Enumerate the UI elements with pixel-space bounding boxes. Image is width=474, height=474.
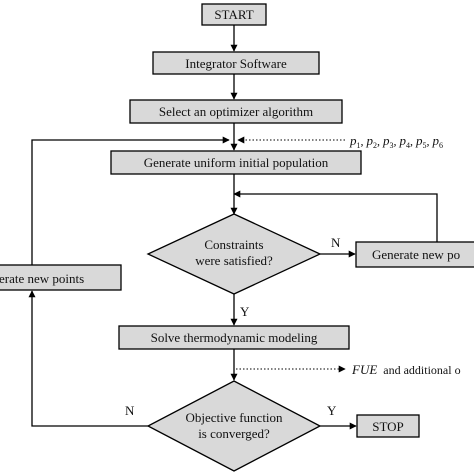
arrow-right-loop-back: [233, 190, 438, 242]
parameter-separator: ,: [410, 134, 416, 148]
parameter-subscript: 4: [406, 141, 410, 150]
objective-label-line1: Objective function: [185, 410, 283, 425]
generate-new-right-node: Generate new po: [355, 241, 474, 268]
generate-initial-label: Generate uniform initial population: [144, 155, 329, 170]
output-rest: and additional o: [383, 363, 460, 377]
parameter-separator: ,: [361, 134, 367, 148]
start-label: START: [214, 7, 253, 22]
parameter-subscript: 3: [390, 141, 394, 150]
parameter-subscript: 6: [439, 141, 443, 150]
output-fue: FUE: [351, 362, 377, 377]
solve-node: Solve thermodynamic modeling: [118, 325, 350, 350]
constraints-label-line2: were satisfied?: [195, 253, 273, 268]
constraints-decision: Constraints were satisfied?: [146, 213, 322, 295]
parameter-separator: ,: [394, 134, 400, 148]
stop-node: STOP: [356, 414, 420, 438]
constraints-yes-label: Y: [240, 304, 250, 319]
start-node: START: [201, 3, 267, 26]
generate-new-left-node: erate new points: [0, 264, 122, 291]
select-label: Select an optimizer algorithm: [159, 104, 313, 119]
parameter-subscript: 5: [423, 141, 427, 150]
arrow-loop-to-generate: [31, 136, 230, 280]
parameter-separator: ,: [427, 134, 433, 148]
stop-label: STOP: [372, 419, 404, 434]
select-node: Select an optimizer algorithm: [129, 99, 343, 124]
parameter-symbol: p: [349, 133, 357, 148]
arrow-objective-no: [28, 290, 148, 427]
parameter-separator: ,: [377, 134, 383, 148]
objective-no-label: N: [125, 403, 135, 418]
parameter-symbol: p: [432, 133, 440, 148]
parameter-symbol: p: [382, 133, 390, 148]
parameter-symbol: p: [415, 133, 423, 148]
parameters-label: p1, p2, p3, p4, p5, p6: [349, 133, 443, 150]
integrator-node: Integrator Software: [152, 51, 320, 75]
parameter-symbol: p: [366, 133, 374, 148]
generate-new-left-label: erate new points: [0, 271, 84, 286]
objective-yes-label: Y: [327, 403, 337, 418]
integrator-label: Integrator Software: [185, 56, 287, 71]
solve-label: Solve thermodynamic modeling: [151, 330, 318, 345]
constraints-label-line1: Constraints: [204, 237, 263, 252]
constraints-no-label: N: [331, 235, 341, 250]
generate-new-right-label: Generate new po: [372, 247, 460, 262]
objective-decision: Objective function is converged?: [146, 380, 322, 472]
objective-label-line2: is converged?: [198, 426, 270, 441]
parameter-subscript: 1: [357, 141, 361, 150]
generate-initial-node: Generate uniform initial population: [110, 150, 362, 175]
output-label: FUE and additional o: [351, 362, 461, 377]
parameter-subscript: 2: [373, 141, 377, 150]
parameter-symbol: p: [399, 133, 407, 148]
